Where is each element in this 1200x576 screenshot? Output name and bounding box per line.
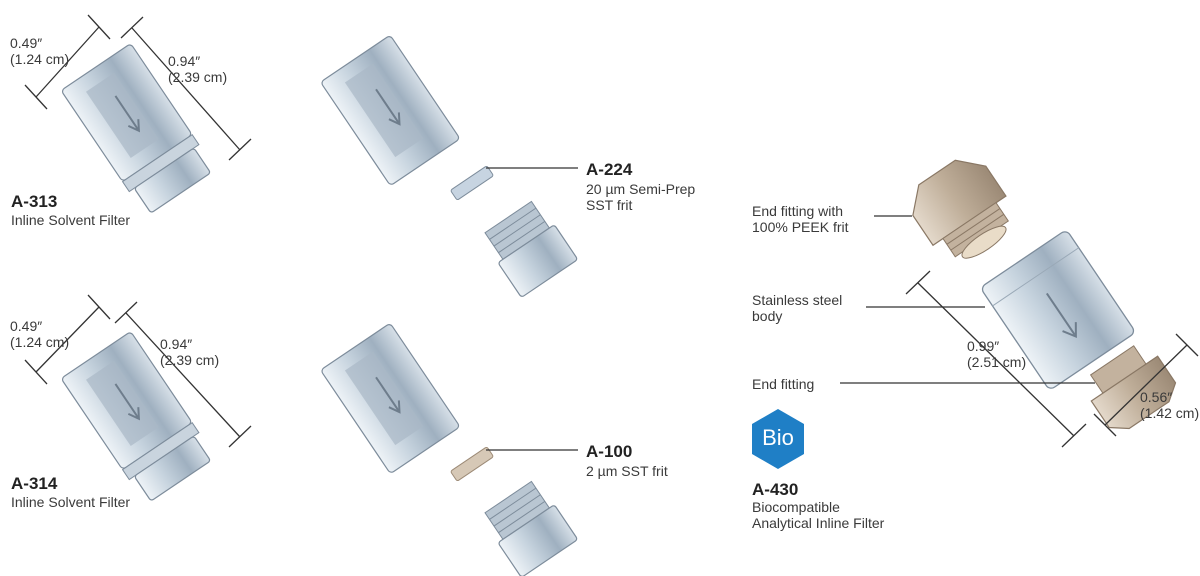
label-body-line2: body: [752, 308, 783, 324]
a430-part-number: A-430: [752, 480, 799, 499]
flow-arrow-icon: [1045, 292, 1076, 336]
frit-a100-exploded-illustration: [321, 324, 578, 576]
a430-description-line2: Analytical Inline Filter: [752, 515, 885, 531]
a224-description-line2: SST frit: [586, 197, 633, 213]
a430-end-inch: 0.56″: [1140, 389, 1173, 405]
a313-length-inch: 0.94″: [168, 53, 201, 69]
a314-dimension-lines: [24, 294, 252, 448]
stainless-steel-body: [981, 231, 1135, 389]
a224-description-line1: 20 µm Semi-Prep: [586, 181, 696, 197]
hexagon-badge-icon: [752, 409, 804, 469]
a313-width-cm: (1.24 cm): [10, 51, 70, 67]
end-fitting-a100: [484, 480, 578, 576]
a313-width-inch: 0.49″: [10, 35, 43, 51]
a314-length-inch: 0.94″: [160, 336, 193, 352]
label-end-fitting-peek-line1: End fitting with: [752, 203, 844, 219]
a313-length-cm: (2.39 cm): [168, 69, 228, 85]
bio-badge-label: Bio: [762, 425, 794, 450]
a100-description: 2 µm SST frit: [586, 463, 668, 479]
frit-a224-exploded-illustration: [321, 36, 578, 297]
a224-part-number: A-224: [586, 160, 633, 179]
label-body-line1: Stainless steel: [752, 292, 843, 308]
flow-arrow-icon: [114, 383, 139, 418]
a314-part-number: A-314: [11, 474, 58, 493]
a313-part-number: A-313: [11, 192, 58, 211]
label-end-fitting: End fitting: [752, 376, 815, 392]
a314-description: Inline Solvent Filter: [11, 494, 131, 510]
a313-description: Inline Solvent Filter: [11, 212, 131, 228]
end-fitting: [1089, 345, 1177, 430]
end-fitting-a224: [484, 200, 578, 297]
a314-width-inch: 0.49″: [10, 318, 43, 334]
frit-a100: [450, 446, 494, 482]
label-end-fitting-peek-line2: 100% PEEK frit: [752, 219, 849, 235]
frit-a224: [450, 165, 494, 201]
a313-dimension-lines: [24, 14, 252, 161]
a430-length-inch: 0.99″: [967, 338, 1000, 354]
a314-length-cm: (2.39 cm): [160, 352, 220, 368]
filter-a313-illustration: [61, 44, 211, 213]
bio-filter-a430-illustration: [840, 159, 1199, 448]
flow-arrow-icon: [114, 95, 139, 130]
a430-description-line1: Biocompatible: [752, 499, 840, 515]
filter-end-cap: [134, 148, 211, 213]
a430-length-cm: (2.51 cm): [967, 354, 1027, 370]
filter-a314-illustration: [61, 332, 211, 501]
peek-end-fitting: [912, 159, 1009, 259]
a314-width-cm: (1.24 cm): [10, 334, 70, 350]
a430-end-cm: (1.42 cm): [1140, 405, 1200, 421]
a100-part-number: A-100: [586, 442, 633, 461]
